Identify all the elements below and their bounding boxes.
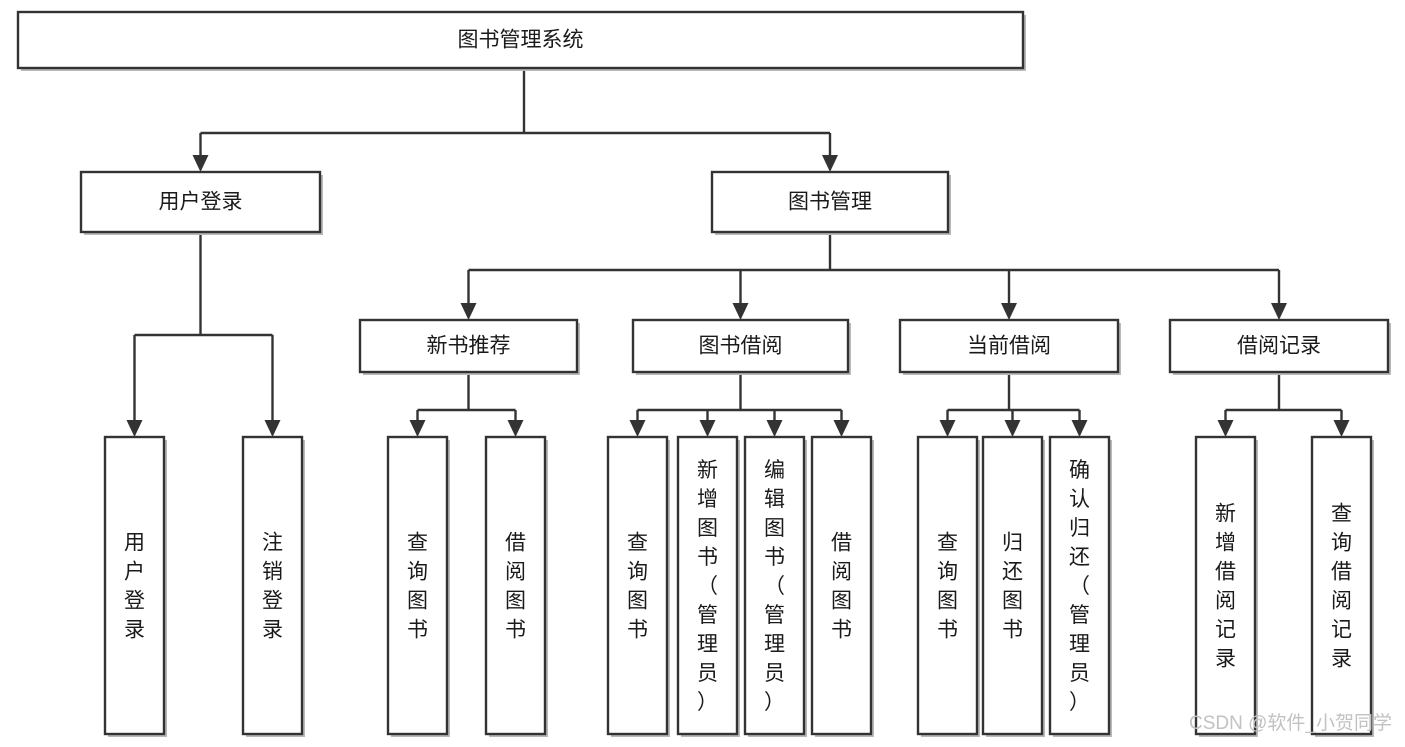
- l2-to-l3-3-arrowhead: [1271, 303, 1287, 320]
- node-label: 确认归还（管理员）: [1069, 459, 1090, 714]
- node-box-outline: [710, 170, 950, 234]
- node-box-outline: [1194, 435, 1257, 736]
- level3-node-当前借阅[interactable]: 当前借阅: [898, 318, 1121, 375]
- l2-to-l3-2-arrowhead: [1001, 303, 1017, 320]
- node-box-outline: [79, 170, 322, 234]
- node-label: 当前借阅: [967, 335, 1051, 358]
- leaf-arrow-用户登录-0-arrowhead: [126, 420, 143, 437]
- node-label: 用户登录: [124, 531, 145, 641]
- node-box-outline: [1168, 318, 1390, 374]
- node-box-outline: [484, 435, 547, 736]
- leaf-arrow-新书推荐-0-arrowhead: [409, 420, 426, 437]
- leaf-arrow-借阅记录-1-arrowhead: [1333, 420, 1350, 437]
- node-label: 新增图书（管理员）: [697, 459, 718, 714]
- leaf-arrow-图书借阅-1-arrowhead: [699, 420, 716, 437]
- node-label: 注销登录: [262, 531, 283, 641]
- node-box-outline: [676, 435, 739, 736]
- node-box-outline: [631, 318, 850, 374]
- l2-to-l3-1-arrowhead: [732, 303, 749, 320]
- leaf-arrow-借阅记录-0-arrowhead: [1217, 420, 1234, 437]
- leaf-arrow-图书借阅-2-arrowhead: [766, 420, 783, 437]
- node-box-outline: [386, 435, 449, 736]
- leaf-arrow-用户登录-1-arrowhead: [264, 420, 281, 437]
- node-label: 图书管理系统: [458, 29, 584, 52]
- node-label: 借阅图书: [505, 531, 526, 641]
- connector-layer: [126, 68, 1350, 437]
- level3-node-图书借阅[interactable]: 图书借阅: [631, 318, 851, 375]
- node-box-outline: [1310, 435, 1373, 736]
- node-box-outline: [743, 435, 806, 736]
- leaf-node-确认归还（管理员）-10[interactable]: 确认归还（管理员）: [1048, 435, 1112, 737]
- level3-node-新书推荐[interactable]: 新书推荐: [358, 318, 580, 375]
- node-layer: 图书管理系统用户登录图书管理新书推荐图书借阅当前借阅借阅记录用户登录注销登录查询…: [16, 10, 1391, 737]
- node-label: 查询图书: [937, 531, 958, 641]
- leaf-node-借阅图书-3[interactable]: 借阅图书: [484, 435, 548, 737]
- node-box-outline: [916, 435, 979, 736]
- leaf-node-查询借阅记录-12[interactable]: 查询借阅记录: [1310, 435, 1374, 737]
- leaf-node-用户登录-0[interactable]: 用户登录: [103, 435, 167, 737]
- node-label: 归还图书: [1002, 531, 1023, 641]
- node-box-outline: [810, 435, 873, 736]
- leaf-arrow-图书借阅-3-arrowhead: [833, 420, 850, 437]
- node-label: 新书推荐: [427, 335, 511, 358]
- node-box-outline: [103, 435, 166, 736]
- leaf-arrow-图书借阅-0-arrowhead: [629, 420, 646, 437]
- node-box-outline: [241, 435, 304, 736]
- level3-node-借阅记录[interactable]: 借阅记录: [1168, 318, 1391, 375]
- node-box-outline: [358, 318, 579, 374]
- leaf-node-编辑图书（管理员）-6[interactable]: 编辑图书（管理员）: [743, 435, 807, 737]
- leaf-node-查询图书-4[interactable]: 查询图书: [606, 435, 670, 737]
- root-to-l2-1-arrowhead: [822, 155, 838, 172]
- leaf-arrow-当前借阅-2-arrowhead: [1071, 420, 1088, 437]
- node-box-outline: [981, 435, 1044, 736]
- node-label: 查询图书: [627, 531, 648, 641]
- leaf-node-新增借阅记录-11[interactable]: 新增借阅记录: [1194, 435, 1258, 737]
- l2-to-l3-0-arrowhead: [460, 303, 477, 320]
- leaf-arrow-当前借阅-1-arrowhead: [1004, 420, 1021, 437]
- leaf-node-借阅图书-7[interactable]: 借阅图书: [810, 435, 874, 737]
- level2-node-图书管理[interactable]: 图书管理: [710, 170, 951, 235]
- leaf-node-新增图书（管理员）-5[interactable]: 新增图书（管理员）: [676, 435, 740, 737]
- node-label: 编辑图书（管理员）: [764, 459, 785, 714]
- root-node-图书管理系统[interactable]: 图书管理系统: [16, 10, 1026, 71]
- node-label: 新增借阅记录: [1215, 502, 1236, 670]
- node-box-outline: [16, 10, 1025, 70]
- leaf-node-注销登录-1[interactable]: 注销登录: [241, 435, 305, 737]
- node-label: 用户登录: [159, 191, 243, 214]
- node-label: 借阅图书: [831, 531, 852, 641]
- node-label: 图书管理: [788, 191, 872, 214]
- node-label: 查询借阅记录: [1331, 502, 1352, 670]
- node-box-outline: [606, 435, 669, 736]
- node-box-outline: [1048, 435, 1111, 736]
- node-label: 借阅记录: [1237, 335, 1321, 358]
- leaf-node-查询图书-2[interactable]: 查询图书: [386, 435, 450, 737]
- leaf-arrow-新书推荐-1-arrowhead: [507, 420, 524, 437]
- leaf-node-归还图书-9[interactable]: 归还图书: [981, 435, 1045, 737]
- node-box-outline: [898, 318, 1120, 374]
- leaf-arrow-当前借阅-0-arrowhead: [939, 420, 956, 437]
- level2-node-用户登录[interactable]: 用户登录: [79, 170, 323, 235]
- node-label: 查询图书: [407, 531, 428, 641]
- leaf-node-查询图书-8[interactable]: 查询图书: [916, 435, 980, 737]
- root-to-l2-0-arrowhead: [192, 155, 209, 172]
- node-label: 图书借阅: [699, 335, 783, 358]
- csdn-watermark: CSDN @软件_小贺同学: [1189, 712, 1392, 734]
